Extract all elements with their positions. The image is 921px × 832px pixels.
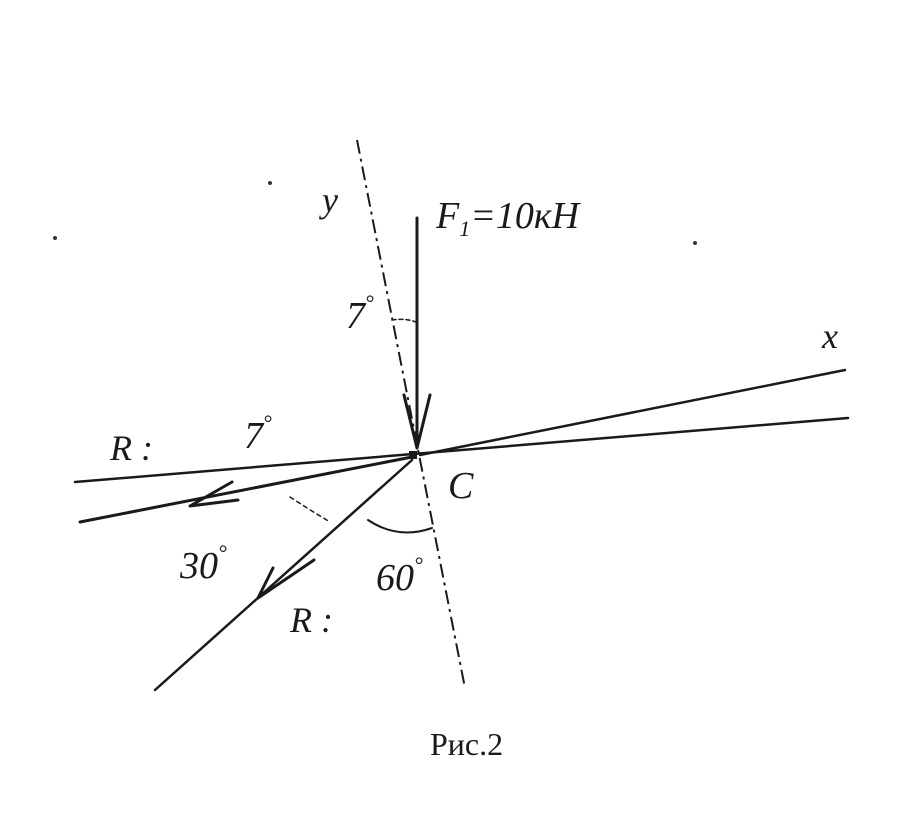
horizontal-reference-line — [73, 416, 850, 484]
reaction-2-label: R : — [289, 600, 333, 640]
angle-top-label: 7° — [346, 290, 374, 337]
axis-y-label: y — [319, 180, 338, 220]
reaction-1-arrowhead — [188, 480, 240, 508]
angle-arc-30 — [289, 496, 331, 523]
angle-30-label: 30° — [179, 540, 227, 587]
angle-arc-60 — [367, 519, 433, 534]
reaction-1-line — [78, 455, 414, 524]
point-c-marker — [409, 451, 417, 459]
scan-speck — [268, 181, 272, 185]
angle-left-label: 7° — [244, 410, 272, 457]
axis-x-label: x — [821, 316, 838, 356]
scan-speck — [693, 241, 697, 245]
force-f1-arrowhead — [402, 393, 432, 450]
figure-caption: Рис.2 — [430, 726, 503, 762]
angle-arc-top — [391, 318, 417, 323]
scan-speck — [53, 236, 57, 240]
reaction-2-arrowhead — [256, 558, 316, 600]
force-label: F1=10кН — [435, 195, 582, 241]
reaction-1-label: R : — [109, 428, 153, 468]
y-axis-line — [356, 139, 466, 689]
reaction-2-line — [153, 458, 414, 692]
point-c-label: C — [448, 465, 474, 507]
x-axis-line — [418, 368, 847, 457]
angle-60-label: 60° — [376, 552, 423, 599]
